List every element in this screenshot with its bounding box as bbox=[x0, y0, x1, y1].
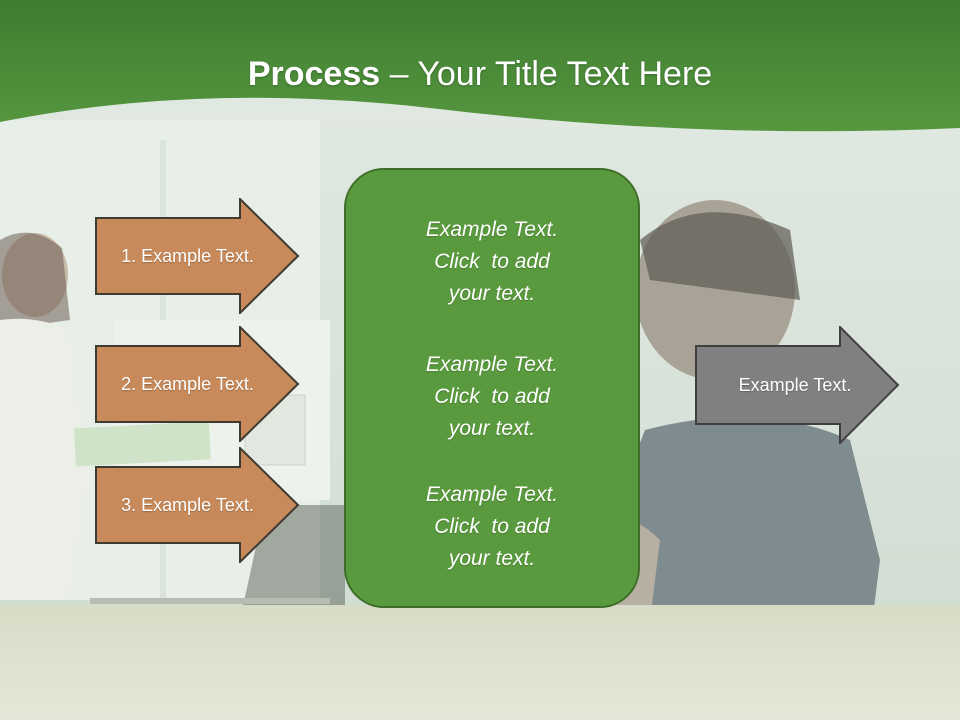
process-text-block-1[interactable]: Example Text. Click to add your text. bbox=[346, 214, 638, 310]
title-rest: – Your Title Text Here bbox=[380, 55, 713, 93]
process-text-line: Click to add bbox=[434, 515, 550, 538]
step-arrow-3[interactable]: 3. Example Text. bbox=[95, 447, 300, 563]
process-text-line: Click to add bbox=[434, 385, 550, 408]
slide-title: Process – Your Title Text Here bbox=[0, 52, 960, 96]
process-text-line: Example Text. bbox=[425, 353, 559, 376]
arrow-right-icon bbox=[95, 447, 300, 563]
process-text-line: your text. bbox=[448, 547, 536, 570]
step-label-1: 1. Example Text. bbox=[121, 245, 254, 266]
step-arrow-2[interactable]: 2. Example Text. bbox=[95, 326, 300, 442]
process-text-line: Click to add bbox=[434, 250, 550, 273]
process-text-block-3[interactable]: Example Text. Click to add your text. bbox=[346, 479, 638, 575]
arrow-right-icon bbox=[95, 198, 300, 314]
arrow-right-icon bbox=[695, 326, 900, 444]
process-text-line: Example Text. bbox=[425, 218, 559, 241]
process-text-line: your text. bbox=[448, 282, 536, 305]
process-text-line: your text. bbox=[448, 417, 536, 440]
arrow-right-icon bbox=[95, 326, 300, 442]
output-label: Example Text. bbox=[738, 374, 852, 395]
step-label-3: 3. Example Text. bbox=[121, 494, 254, 515]
output-arrow[interactable]: Example Text. bbox=[695, 326, 900, 444]
step-arrow-1[interactable]: 1. Example Text. bbox=[95, 198, 300, 314]
process-text-block-2[interactable]: Example Text. Click to add your text. bbox=[346, 349, 638, 445]
process-text-line: Example Text. bbox=[425, 483, 559, 506]
title-bold: Process bbox=[247, 55, 381, 93]
step-label-2: 2. Example Text. bbox=[121, 373, 254, 394]
process-box[interactable]: Example Text. Click to add your text. Ex… bbox=[344, 168, 640, 608]
